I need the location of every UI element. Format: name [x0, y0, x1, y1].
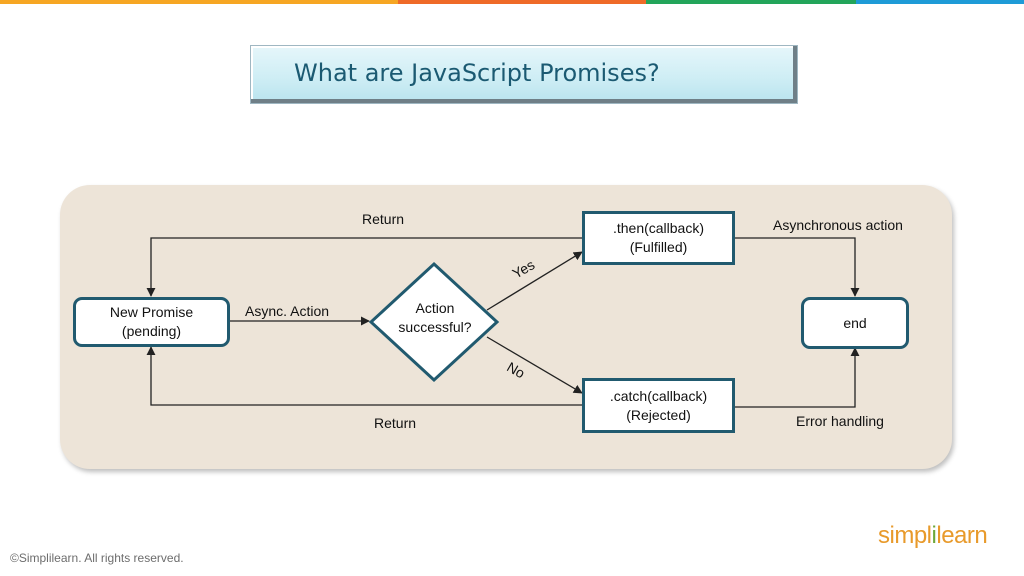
- edge-yes: [486, 251, 583, 311]
- page-title: What are JavaScript Promises?: [294, 59, 660, 87]
- return-top-label: Return: [362, 211, 405, 227]
- then-node: .then(callback) (Fulfilled): [582, 211, 735, 265]
- top-color-bar: [0, 0, 1024, 4]
- end-node: end: [801, 297, 909, 349]
- error-handling-label: Error handling: [796, 413, 884, 429]
- then-line-2: (Fulfilled): [629, 239, 688, 255]
- return-bottom-label: Return: [374, 415, 417, 431]
- decision-line-1: Action: [415, 300, 455, 316]
- new-promise-node: New Promise (pending): [73, 297, 230, 347]
- logo-part-2: i: [931, 522, 937, 549]
- catch-node: .catch(callback) (Rejected): [582, 378, 735, 433]
- end-label: end: [843, 314, 867, 331]
- decision-diamond: [368, 261, 500, 383]
- edge-error-handling: [735, 347, 860, 408]
- logo-part-1: simpl: [878, 522, 932, 549]
- copyright-footer: ©Simplilearn. All rights reserved.: [10, 551, 184, 565]
- top-bar-segment-blue: [856, 0, 1024, 4]
- edge-no: [486, 336, 583, 394]
- edge-return-top: [146, 237, 583, 297]
- new-promise-line-1: New Promise: [109, 304, 194, 320]
- then-line-1: .then(callback): [612, 220, 705, 236]
- new-promise-line-2: (pending): [121, 323, 182, 339]
- async-action-label: Async. Action: [245, 303, 330, 319]
- decision-line-2: successful?: [398, 319, 472, 335]
- catch-line-1: .catch(callback): [609, 387, 708, 404]
- top-bar-segment-red: [398, 0, 646, 4]
- asynchronous-action-label: Asynchronous action: [773, 217, 903, 233]
- decision-label: Action successful?: [380, 299, 490, 337]
- edge-asynchronous-action: [735, 237, 860, 297]
- edge-return-bottom: [146, 346, 583, 406]
- catch-line-2: (Rejected): [626, 406, 691, 423]
- simplilearn-logo: simplilearn: [878, 522, 988, 550]
- top-bar-segment-green: [646, 0, 856, 4]
- title-box: What are JavaScript Promises?: [250, 45, 798, 104]
- top-bar-segment-orange: [0, 0, 398, 4]
- logo-part-3: learn: [936, 522, 988, 549]
